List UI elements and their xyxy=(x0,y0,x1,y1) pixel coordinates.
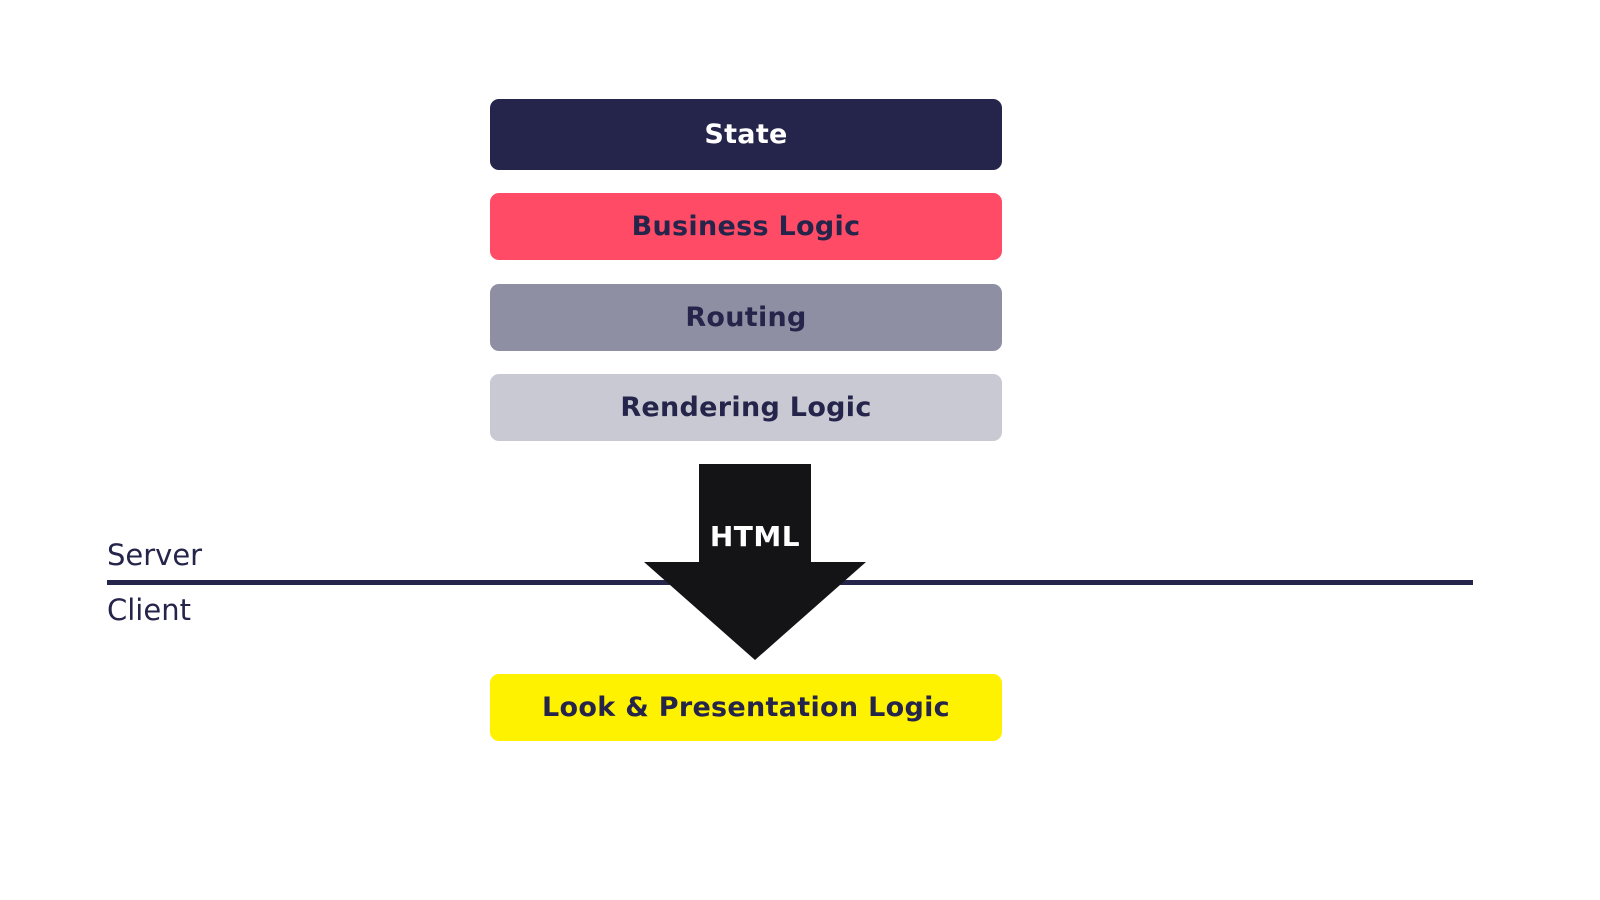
layer-state: State xyxy=(490,99,1002,170)
layer-business-logic: Business Logic xyxy=(490,193,1002,260)
client-label: Client xyxy=(107,593,191,627)
arrow-label-html: HTML xyxy=(709,520,801,553)
layer-rendering-logic: Rendering Logic xyxy=(490,374,1002,441)
down-arrow-icon xyxy=(644,464,866,660)
server-label: Server xyxy=(107,538,203,572)
layer-look-presentation-logic: Look & Presentation Logic xyxy=(490,674,1002,741)
layer-routing: Routing xyxy=(490,284,1002,351)
arrow-shape xyxy=(644,464,866,660)
